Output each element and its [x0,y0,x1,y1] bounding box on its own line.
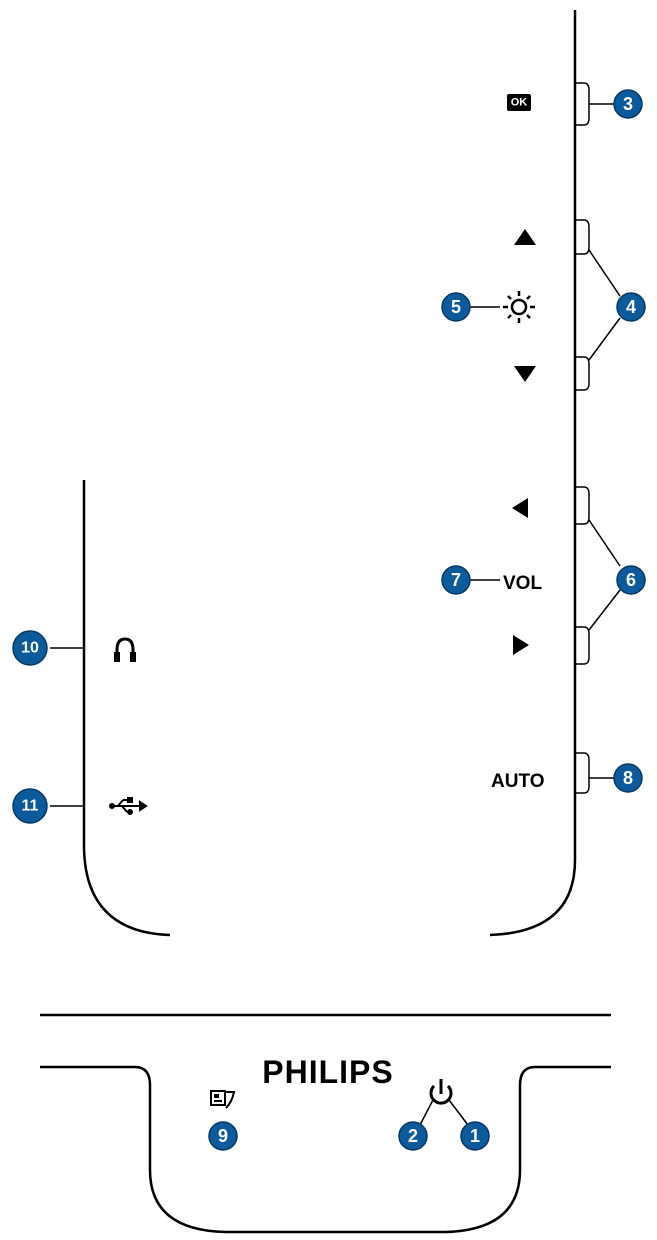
svg-text:3: 3 [623,94,633,114]
headphone-icon [114,637,136,662]
svg-text:5: 5 [451,297,461,317]
brand-logo: PHILIPS [262,1054,393,1090]
ok-button-icon: OK [507,94,531,111]
callout-1: 1 [460,1121,490,1151]
callout-9: 9 [208,1121,238,1151]
smartimage-icon [210,1090,236,1109]
left-triangle-icon [512,498,528,518]
vol-label: VOL [503,573,542,594]
button-ok[interactable] [575,82,590,126]
button-up[interactable] [575,219,590,255]
svg-text:4: 4 [626,297,636,317]
svg-text:11: 11 [22,798,39,815]
front-bezel-outline [40,1065,611,1234]
down-triangle-icon [514,366,536,382]
svg-text:10: 10 [21,640,39,657]
callout-4: 4 [616,292,646,322]
svg-text:OK: OK [511,97,528,109]
svg-text:8: 8 [623,768,633,788]
auto-label: AUTO [491,771,544,792]
svg-text:2: 2 [408,1126,418,1146]
svg-text:1: 1 [470,1126,480,1146]
up-triangle-icon [514,229,536,245]
callout-3: 3 [613,89,643,119]
usb-icon [109,797,148,815]
side-buttons [575,82,590,794]
svg-text:7: 7 [451,570,461,590]
left-side-edge [82,480,171,937]
callout-7: 7 [441,565,471,595]
power-icon[interactable] [429,1079,453,1105]
button-down[interactable] [575,356,590,391]
brightness-sun-icon [503,291,535,323]
leader-lines [50,103,621,1126]
callout-2: 2 [398,1121,428,1151]
svg-text:6: 6 [626,570,636,590]
right-triangle-icon [513,635,529,655]
button-auto[interactable] [575,752,590,794]
callout-10: 10 [12,630,48,666]
button-left[interactable] [575,486,590,525]
right-bezel-edge [489,10,577,937]
callout-11: 11 [12,788,48,824]
svg-text:9: 9 [218,1126,228,1146]
callout-5: 5 [441,292,471,322]
callout-6: 6 [616,565,646,595]
button-right[interactable] [575,626,590,665]
callout-8: 8 [613,763,643,793]
